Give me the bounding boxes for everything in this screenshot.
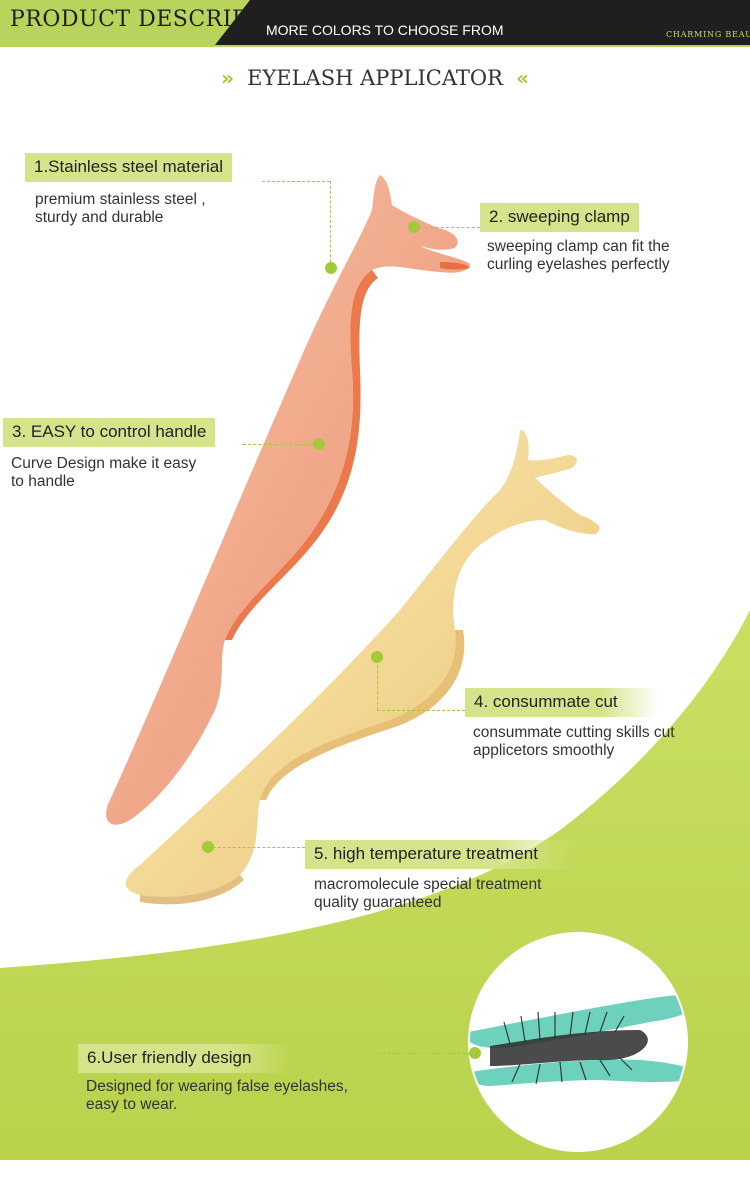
chevron-left-icon: « [515, 66, 529, 90]
feature-4-label: 4. consummate cut [465, 688, 658, 717]
feature-2-label: 2. sweeping clamp [480, 203, 639, 232]
feature-4-desc-line: applicetors smoothly [473, 742, 615, 759]
feature-5-desc: macromolecule special treatment quality … [314, 876, 541, 912]
feature-3-desc-line: Curve Design make it easy [11, 455, 197, 472]
feature-5-label: 5. high temperature treatment [305, 840, 578, 869]
feature-5-connector [208, 847, 305, 848]
feature-5-marker-dot [202, 841, 214, 853]
feature-3-desc: Curve Design make it easy to handle [11, 455, 196, 491]
page-title: » EYELASH APPLICATOR « [0, 66, 750, 90]
feature-4-desc: consummate cutting skills cut applicetor… [473, 724, 675, 760]
feature-4-connector [377, 710, 465, 711]
feature-4-marker-dot [371, 651, 383, 663]
feature-1-connector [262, 181, 330, 182]
feature-5-desc-line: quality guaranteed [314, 894, 442, 911]
feature-5-desc-line: macromolecule special treatment [314, 876, 542, 893]
feature-1-desc: premium stainless steel , sturdy and dur… [35, 191, 206, 227]
header-divider [0, 45, 750, 47]
inset-circle [468, 932, 688, 1152]
feature-2-marker-dot [408, 221, 420, 233]
feature-4-desc-line: consummate cutting skills cut [473, 724, 675, 741]
feature-3-connector [243, 444, 318, 445]
header-tab-label: PRODUCT DESCRIPTION [10, 7, 310, 32]
feature-2-desc-line: sweeping clamp can fit the [487, 238, 670, 255]
gold-applicator [125, 430, 600, 905]
feature-3-desc-line: to handle [11, 473, 75, 490]
header-tab: PRODUCT DESCRIPTION [0, 0, 250, 45]
feature-1-connector-vertical [330, 181, 331, 267]
feature-1-marker-dot [325, 262, 337, 274]
feature-6-label: 6.User friendly design [78, 1044, 292, 1073]
feature-2-desc: sweeping clamp can fit the curling eyela… [487, 238, 670, 274]
feature-6-marker-dot [469, 1047, 481, 1059]
feature-3-marker-dot [313, 438, 325, 450]
chevron-right-icon: » [221, 66, 234, 90]
feature-6-desc-line: Designed for wearing false eyelashes, [86, 1078, 348, 1095]
page-title-text: EYELASH APPLICATOR [247, 66, 503, 90]
feature-3-label: 3. EASY to control handle [3, 418, 216, 447]
feature-6-connector [378, 1053, 470, 1054]
feature-1-label: 1.Stainless steel material [25, 153, 232, 182]
header-brand: CHARMING BEAUTY [666, 30, 750, 39]
feature-6-desc-line: easy to wear. [86, 1096, 178, 1113]
feature-4-connector-vertical [377, 660, 378, 710]
feature-1-desc-line: sturdy and durable [35, 209, 164, 226]
rose-gold-applicator [106, 175, 470, 825]
feature-2-desc-line: curling eyelashes perfectly [487, 256, 670, 273]
header-subtitle: MORE COLORS TO CHOOSE FROM [266, 22, 504, 38]
feature-1-desc-line: premium stainless steel , [35, 191, 206, 208]
feature-2-connector [415, 227, 480, 228]
feature-6-desc: Designed for wearing false eyelashes, ea… [86, 1078, 348, 1114]
white-bottom-band [0, 1160, 750, 1188]
